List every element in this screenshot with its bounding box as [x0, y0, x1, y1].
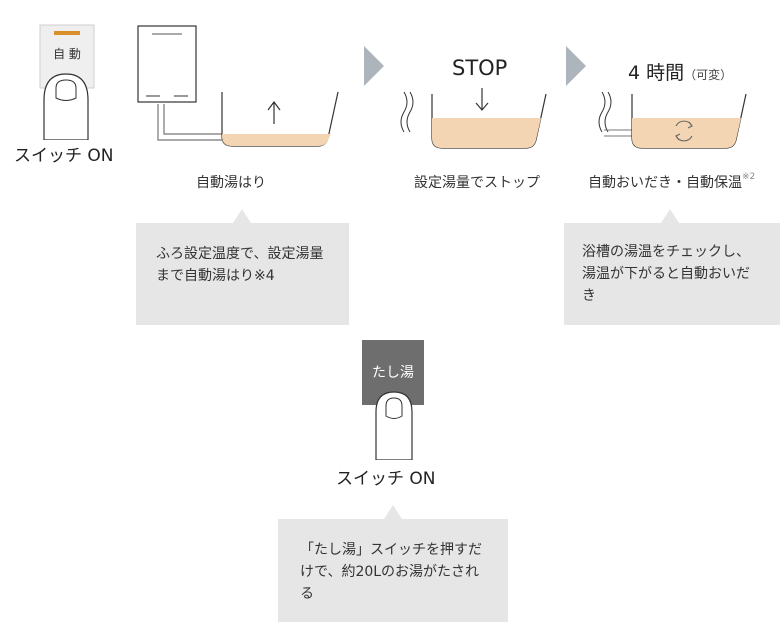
reheat-cycle-icon — [675, 120, 693, 142]
auto-switch-label: 自 動 — [53, 47, 81, 61]
water-fill — [222, 134, 331, 146]
finger-icon — [43, 73, 89, 140]
step3-illustration — [598, 91, 747, 149]
remote-controller-icon — [137, 25, 197, 103]
step2-illustration — [400, 88, 547, 149]
water-fill — [432, 118, 541, 148]
note3-pointer — [661, 209, 679, 223]
up-arrow-icon — [267, 101, 281, 111]
auto-switch-button[interactable] — [0, 0, 130, 140]
auto-switch-group: 自 動 スイッチ ON — [0, 0, 130, 170]
step3-heading-sub: （可変） — [684, 68, 733, 82]
chevron-right-icon — [364, 46, 384, 86]
step3-caption-sup: ※2 — [742, 172, 756, 182]
note3-text: 浴槽の湯温をチェックし、湯温が下がると自動おいだき — [582, 244, 750, 304]
note2-pointer — [384, 505, 402, 519]
auto-indicator-light — [54, 31, 80, 35]
auto-switch-caption: スイッチ ON — [14, 146, 114, 166]
note3-box: 浴槽の湯温をチェックし、湯温が下がると自動おいだき — [564, 223, 780, 325]
step2-caption: 設定湯量でストップ — [414, 175, 540, 191]
step1-caption: 自動湯はり — [196, 175, 266, 191]
step1-illustration — [137, 25, 339, 147]
note2-box: 「たし湯」スイッチを押すだけで、約20Lのお湯がたされる — [278, 519, 508, 622]
add-water-switch-caption: スイッチ ON — [336, 469, 436, 489]
chevron-right-icon — [566, 46, 586, 86]
note1-box: ふろ設定温度で、設定湯量まで自動湯はり※4 — [136, 223, 349, 325]
water-fill — [632, 118, 741, 148]
add-water-switch-label: たし湯 — [372, 365, 414, 381]
add-water-switch-button[interactable] — [344, 340, 444, 460]
note1-text: ふろ設定温度で、設定湯量まで自動湯はり※4 — [156, 246, 324, 284]
note1-pointer — [233, 209, 251, 223]
note2-text: 「たし湯」スイッチを押すだけで、約20Lのお湯がたされる — [300, 542, 482, 602]
down-arrow-icon — [475, 102, 489, 111]
finger-icon — [375, 391, 413, 460]
step3-heading-main: 4 時間 — [628, 62, 685, 84]
step3-caption-text: 自動おいだき・自動保温 — [588, 175, 742, 191]
step2-heading: STOP — [452, 56, 508, 80]
step3-caption: 自動おいだき・自動保温※2 — [588, 172, 755, 192]
step3-heading: 4 時間（可変） — [628, 58, 732, 85]
